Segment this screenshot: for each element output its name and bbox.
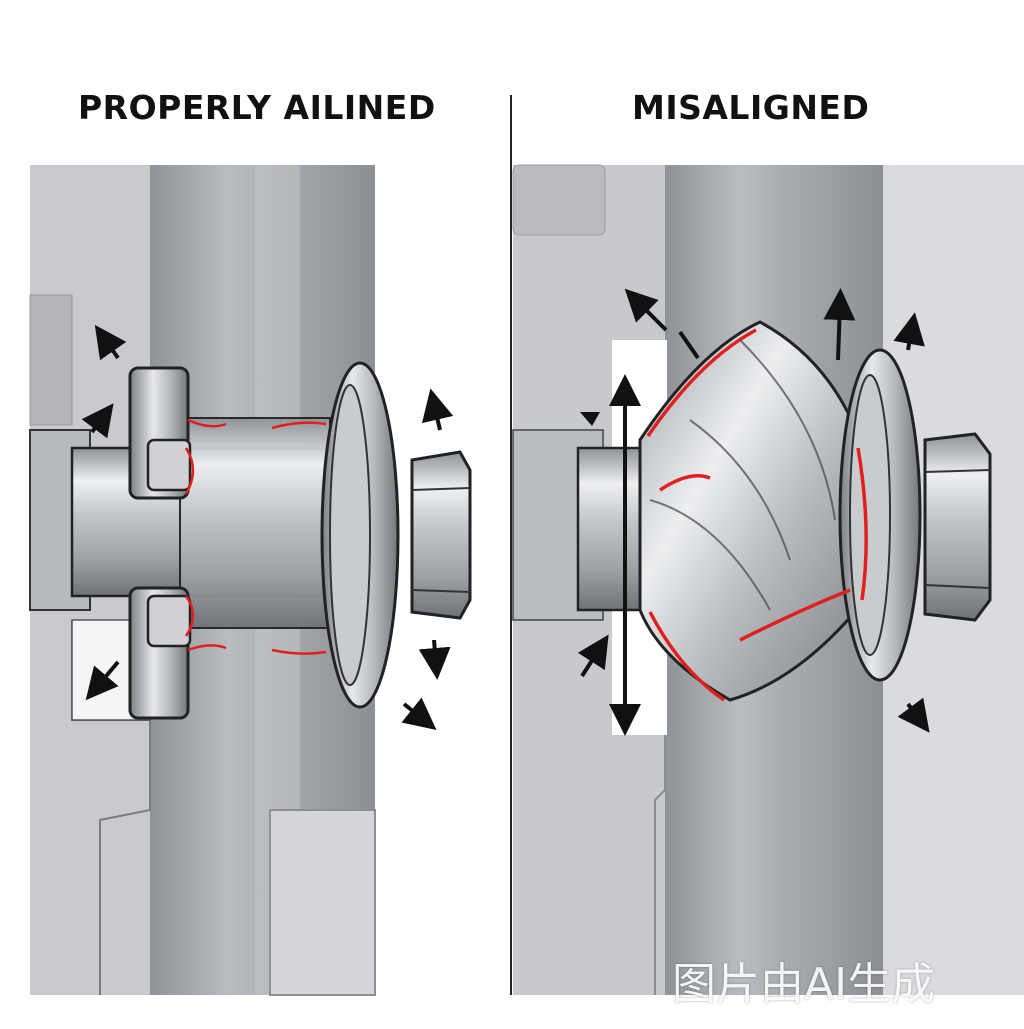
left-bearing-disk-inner	[329, 384, 371, 686]
motion-arrow-icon	[823, 288, 856, 361]
right-motion-arrows	[577, 288, 930, 736]
left-flange-lug-upper	[146, 438, 192, 492]
left-housing-step	[29, 294, 73, 426]
motion-arrow-icon	[85, 660, 120, 701]
properly-aligned-title: PROPERLY AILINED	[78, 88, 436, 127]
motion-arrow-icon	[81, 403, 114, 439]
ai-generated-watermark: 图片由AI生成	[672, 959, 936, 1010]
left-hex-nut	[410, 450, 472, 620]
motion-arrow-icon	[893, 312, 925, 351]
left-lower-block	[269, 809, 376, 996]
misaligned-title: MISALIGNED	[632, 88, 870, 127]
right-panel	[512, 164, 1024, 995]
left-stress-lines	[184, 418, 327, 655]
right-housing-corner	[512, 164, 606, 236]
left-motion-arrows	[81, 324, 454, 730]
motion-arrow-icon	[401, 697, 437, 730]
motion-arrow-icon	[577, 634, 609, 678]
left-panel	[29, 165, 472, 996]
motion-arrow-icon	[897, 697, 930, 733]
left-coupling-hub	[179, 417, 331, 629]
motion-arrow-icon	[418, 639, 451, 680]
right-hex-nut	[923, 432, 992, 622]
right-stress-lines	[646, 328, 868, 702]
motion-arrow-icon	[422, 388, 454, 431]
motion-arrow-icon	[624, 288, 668, 332]
left-flange-lug-lower	[146, 594, 192, 648]
motion-arrow-icon	[94, 324, 127, 361]
right-bearing-disk-inner	[849, 374, 891, 656]
